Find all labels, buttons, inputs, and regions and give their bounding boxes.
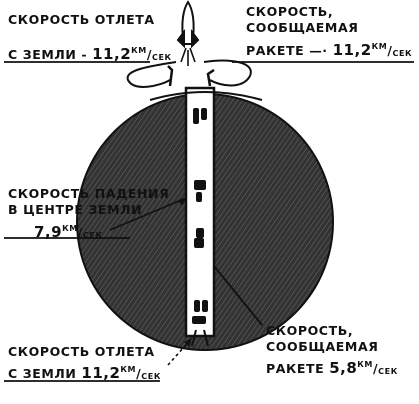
label-top-right: скорость, сообщаемая ракете —· 11,2км/се… bbox=[246, 4, 413, 59]
label-bottom-right-line1: скорость, bbox=[266, 323, 354, 338]
label-top-left-unit-top: км bbox=[131, 46, 147, 55]
exhaust-left-icon bbox=[126, 61, 177, 88]
label-bottom-right: скорость, сообщаемая ракете 5,8км/сек bbox=[266, 323, 398, 377]
label-bottom-right-value: 5,8 bbox=[329, 359, 358, 377]
label-bottom-right-line3: ракете bbox=[266, 361, 325, 376]
label-middle-left-unit-bottom: сек bbox=[82, 231, 103, 240]
label-middle-left-line1: скорость падения bbox=[8, 186, 170, 201]
label-top-right-line1: скорость, bbox=[246, 4, 334, 19]
exhaust-right-icon bbox=[203, 59, 252, 87]
label-bottom-right-unit-top: км bbox=[357, 360, 373, 369]
label-top-left: скорость отлета с земли - 11,2км/сек bbox=[8, 12, 172, 63]
capsule-icon bbox=[192, 108, 208, 324]
label-top-right-unit-bottom: сек bbox=[392, 49, 413, 58]
label-top-right-line3: ракете —· bbox=[246, 43, 328, 58]
label-top-right-line2: сообщаемая bbox=[246, 20, 359, 35]
pointer-middle-left bbox=[109, 197, 187, 231]
label-top-left-value: 11,2 bbox=[92, 45, 132, 63]
label-middle-left: скорость падения в центре земли 7,9км/се… bbox=[8, 186, 170, 241]
observer-figure-left bbox=[167, 65, 174, 87]
pointer-bottom-right bbox=[213, 265, 263, 326]
label-bottom-left-unit-bottom: сек bbox=[141, 372, 161, 381]
label-middle-left-unit-top: км bbox=[62, 224, 78, 233]
label-top-right-value: 11,2 bbox=[332, 41, 372, 59]
label-middle-left-value: 7,9 bbox=[34, 223, 63, 241]
label-bottom-right-line2: сообщаемая bbox=[266, 339, 379, 354]
label-bottom-left-line2: с земли bbox=[8, 366, 77, 381]
label-top-left-unit-bottom: сек bbox=[152, 53, 172, 62]
pointer-bottom-left-arrow bbox=[184, 338, 192, 347]
label-bottom-left-value: 11,2 bbox=[81, 364, 121, 382]
label-bottom-left-line1: скорость отлета bbox=[8, 344, 155, 359]
label-bottom-left: скорость отлета с земли 11,2км/сек bbox=[8, 344, 161, 382]
rocket-icon bbox=[176, 0, 200, 66]
label-top-left-line1: скорость отлета bbox=[8, 12, 155, 27]
ground-surface-top bbox=[149, 91, 263, 101]
label-bottom-left-unit-top: км bbox=[120, 365, 137, 374]
bottom-exhaust-icon bbox=[191, 329, 209, 347]
label-bottom-right-unit-bottom: сек bbox=[378, 367, 398, 376]
label-middle-left-line2: в центре земли bbox=[8, 202, 143, 217]
earth-tunnel bbox=[184, 86, 216, 338]
label-top-left-line2: с земли - bbox=[8, 47, 88, 62]
observer-figure-right bbox=[206, 68, 215, 87]
pointer-middle-left-arrow bbox=[178, 198, 186, 206]
label-top-right-unit-top: км bbox=[371, 42, 388, 51]
